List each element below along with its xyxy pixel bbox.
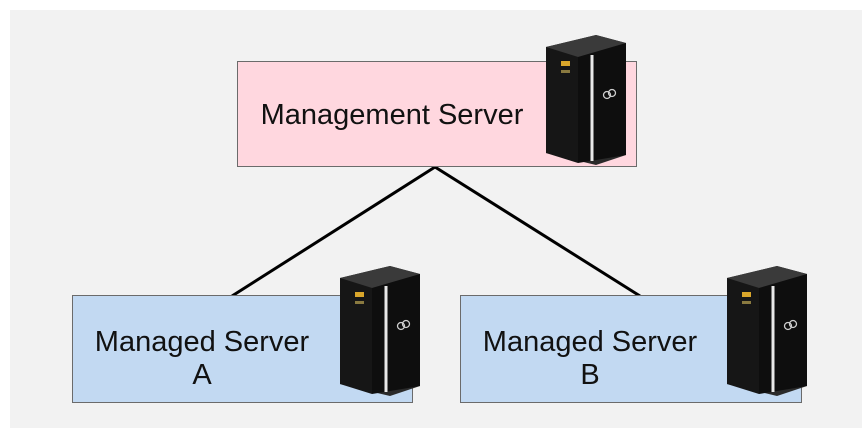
edge-management-to-server-b (434, 165, 641, 298)
server-tower-icon (546, 35, 626, 165)
managed-server-a-label: Managed Server A (94, 326, 310, 391)
managed-server-b-label: Managed Server B (482, 326, 698, 391)
server-tower-icon (340, 266, 420, 396)
server-tower-icon (727, 266, 807, 396)
management-server-label: Management Server (260, 99, 524, 131)
edge-management-to-server-a (231, 165, 436, 298)
